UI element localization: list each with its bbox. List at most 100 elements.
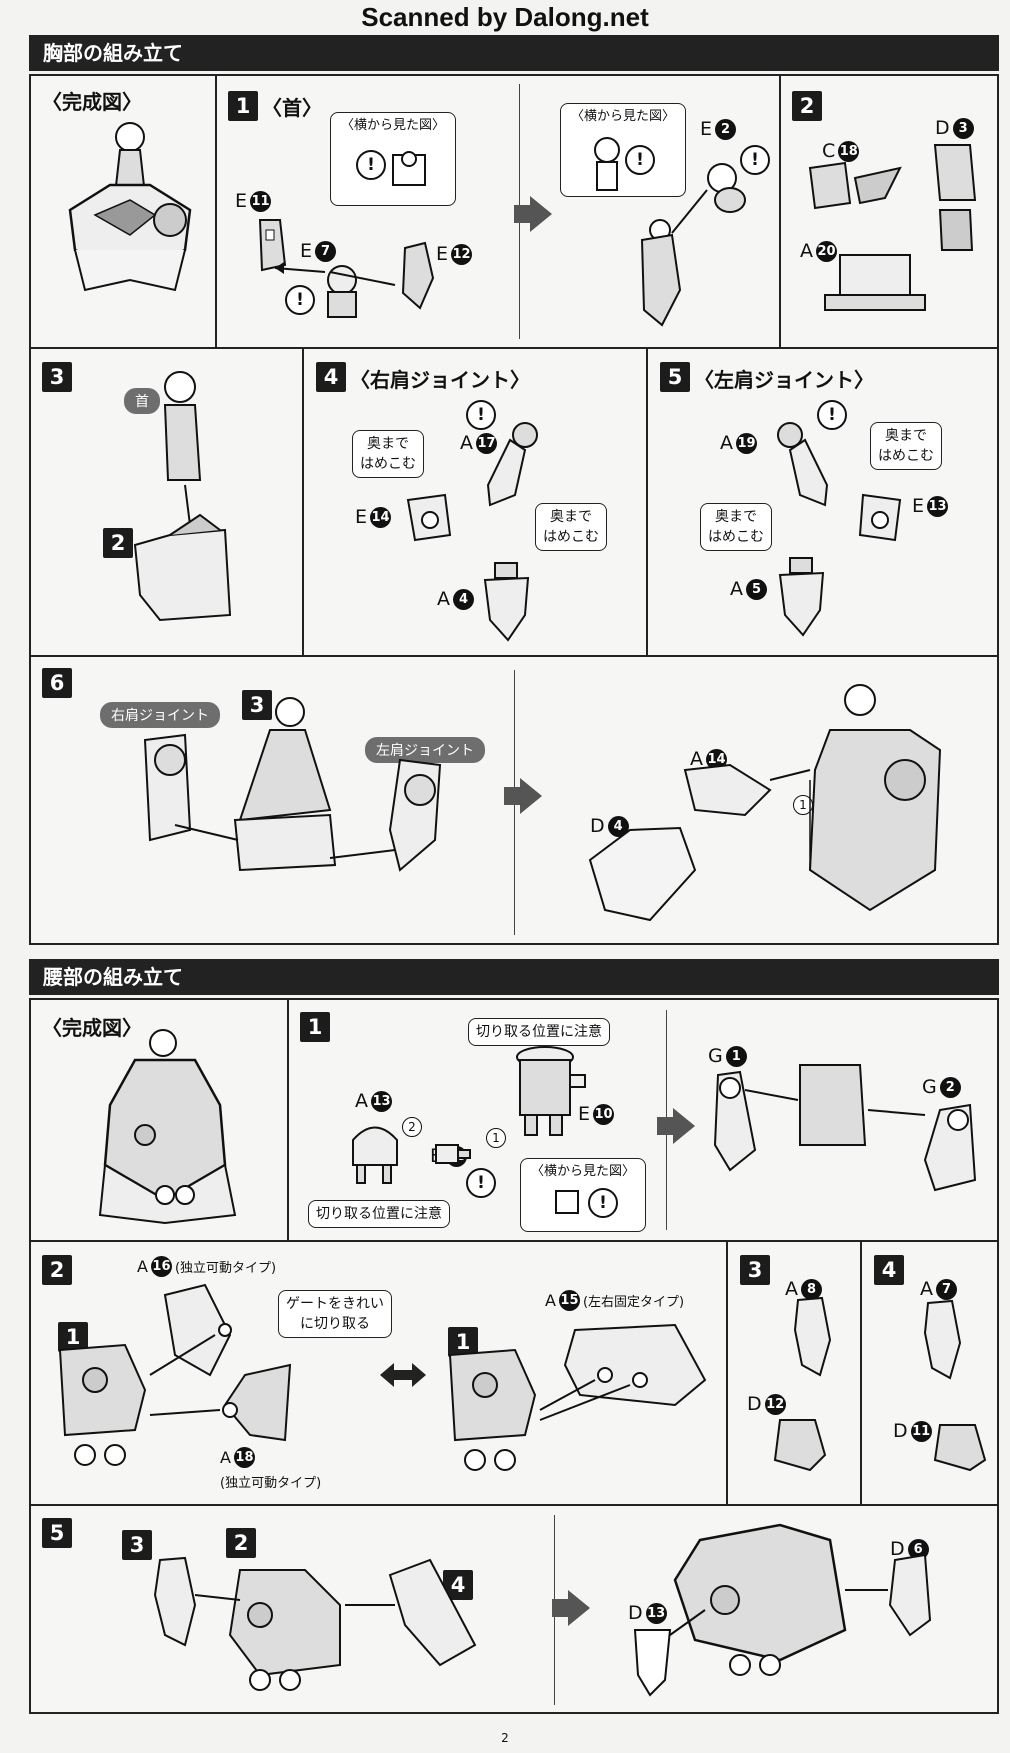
caution-icon: ! xyxy=(466,400,496,430)
part-a20 xyxy=(824,254,926,311)
part-a4 xyxy=(483,562,530,642)
neck-part-side xyxy=(392,151,426,186)
part-e11 xyxy=(258,219,287,272)
gate-cut-callout: ゲートをきれい に切り取る xyxy=(278,1290,392,1338)
step-number: 3 xyxy=(42,362,72,392)
divider xyxy=(726,1240,728,1506)
step-number: 1 xyxy=(228,91,258,121)
part-a17 xyxy=(486,422,538,507)
caution-icon: ! xyxy=(740,145,770,175)
part-e14 xyxy=(406,493,452,542)
neck-assembly xyxy=(640,189,708,327)
part-c18 xyxy=(808,161,902,210)
caution-icon: ! xyxy=(625,145,655,175)
callout-label: 〈横から見た図〉 xyxy=(570,109,675,124)
chest-section-header: 胸部の組み立て xyxy=(29,35,999,71)
step6-assembly-left xyxy=(143,697,442,872)
divider xyxy=(646,347,648,657)
neck-part-side xyxy=(594,137,620,191)
step-number: 5 xyxy=(660,362,690,392)
swap-arrow-icon xyxy=(380,1363,426,1387)
part-d12 xyxy=(773,1419,827,1472)
waist-section-header: 腰部の組み立て xyxy=(29,959,999,995)
step-title: 〈首〉 xyxy=(262,96,322,120)
divider xyxy=(287,998,289,1242)
watermark: Scanned by Dalong.net xyxy=(361,2,649,32)
part-a7 xyxy=(923,1299,962,1380)
part-b18 xyxy=(435,1144,471,1164)
chest-complete-title: 〈完成図〉 xyxy=(42,90,142,114)
waist-step2-assembly-a xyxy=(58,1283,292,1466)
page-number: 2 xyxy=(501,1731,509,1745)
waist-complete-illustration xyxy=(98,1029,237,1225)
sub-step-number: 1 xyxy=(448,1327,478,1357)
part-a8 xyxy=(793,1296,832,1377)
step6-assembly-right xyxy=(588,684,942,922)
push-in-callout: 奥まで はめこむ xyxy=(870,422,942,470)
step-number: 5 xyxy=(42,1518,72,1548)
next-arrow-icon xyxy=(657,1108,695,1144)
waist-step5-assembly-right xyxy=(633,1523,932,1697)
next-arrow-icon xyxy=(552,1590,590,1626)
part-e12 xyxy=(401,241,435,310)
left-shoulder-pill-label: 左肩ジョイント xyxy=(365,737,485,763)
step-title: 〈右肩ジョイント〉 xyxy=(350,368,530,392)
part-a13 xyxy=(352,1126,398,1184)
next-arrow-icon xyxy=(504,778,542,814)
step-title: 〈左肩ジョイント〉 xyxy=(694,368,874,392)
caution-icon: ! xyxy=(285,285,315,315)
part-e2 xyxy=(707,163,746,213)
side-view-square xyxy=(555,1190,579,1214)
part-d3 xyxy=(933,144,977,251)
step-number: 6 xyxy=(42,668,72,698)
side-view-callout-2: 〈横から見た図〉 xyxy=(560,103,686,197)
assembly-arrow xyxy=(274,262,396,286)
order-badge: 1 xyxy=(486,1128,506,1148)
side-view-callout: 〈横から見た図〉 xyxy=(520,1158,646,1232)
push-in-callout: 奥まで はめこむ xyxy=(352,430,424,478)
part-d11 xyxy=(933,1424,987,1472)
part-a19 xyxy=(777,422,829,507)
sub-step-number: 3 xyxy=(242,690,272,720)
waist-step2-assembly-b xyxy=(448,1323,707,1471)
divider xyxy=(215,74,217,349)
sub-step-number: 1 xyxy=(58,1322,88,1352)
step-number: 2 xyxy=(792,91,822,121)
push-in-callout: 奥まで はめこむ xyxy=(535,503,607,551)
sub-step-number: 2 xyxy=(226,1528,256,1558)
waist-core-part xyxy=(516,1046,586,1136)
push-in-callout: 奥まで はめこむ xyxy=(700,503,772,551)
right-shoulder-pill-label: 右肩ジョイント xyxy=(100,702,220,728)
neck-pill-label: 首 xyxy=(124,388,160,414)
divider xyxy=(779,74,781,349)
part-a5 xyxy=(778,557,825,637)
cut-position-callout: 切り取る位置に注意 xyxy=(308,1200,450,1228)
sub-step-number: 2 xyxy=(103,528,133,558)
caution-icon: ! xyxy=(588,1188,618,1218)
sub-step-number: 3 xyxy=(122,1530,152,1560)
step-number: 4 xyxy=(316,362,346,392)
order-badge: 2 xyxy=(402,1117,422,1137)
